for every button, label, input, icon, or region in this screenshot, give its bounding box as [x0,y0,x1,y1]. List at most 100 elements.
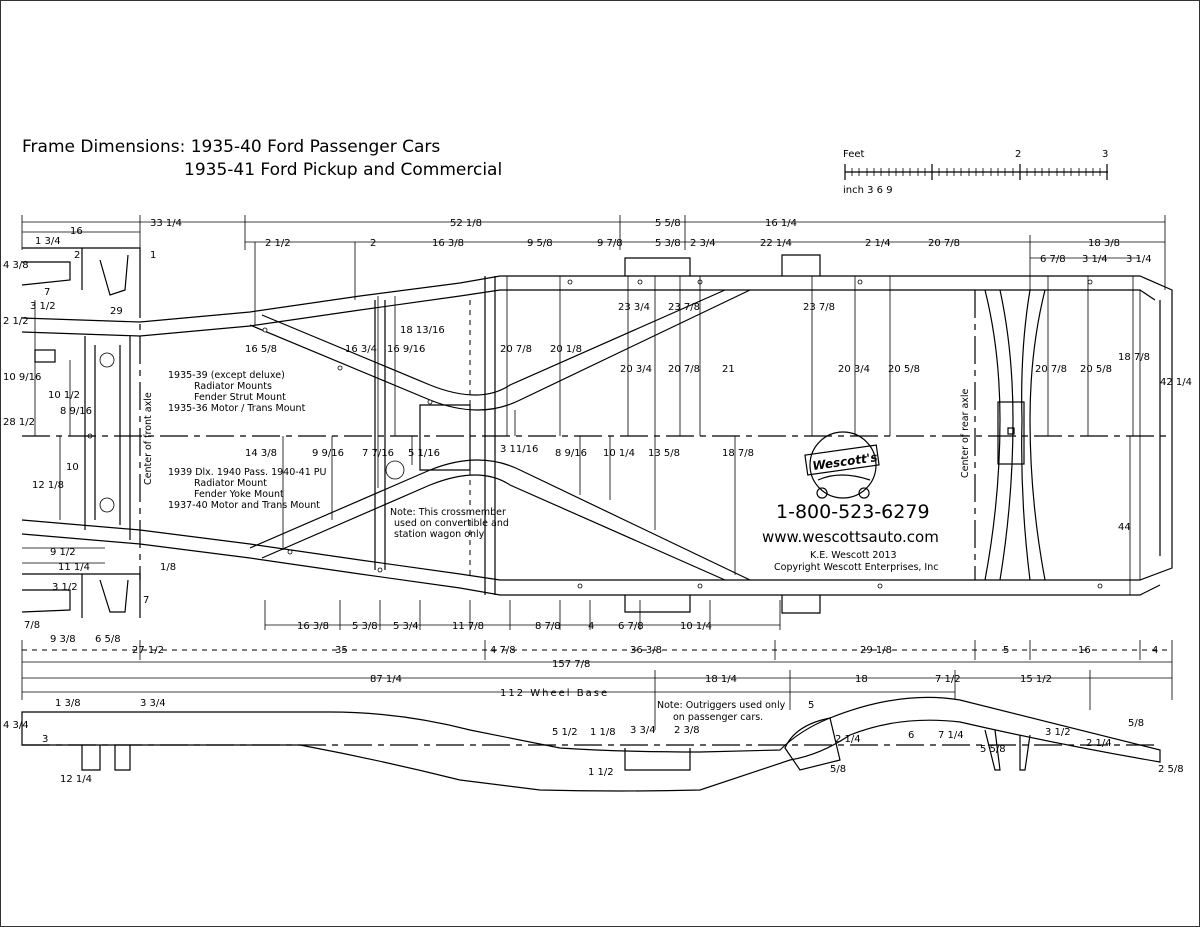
rear-axle-label: Center of rear axle [960,388,971,478]
dim-label: 3 3/4 [630,725,656,736]
dim-label: 16 [70,226,83,237]
note-line: Radiator Mounts [194,381,272,392]
note-line: Fender Yoke Mount [194,489,284,500]
dim-label: 18 7/8 [722,448,754,459]
dim-label: 23 7/8 [803,302,835,313]
author: K.E. Wescott 2013 [810,550,897,561]
dim-label: 9 7/8 [597,238,623,249]
dim-label: 2 3/4 [690,238,716,249]
dim-label: 20 3/4 [620,364,652,375]
dim-label: 11 7/8 [452,621,484,632]
dim-label: 3 1/4 [1082,254,1108,265]
scale-inch-label: inch 3 6 9 [843,185,893,196]
dim-label: 28 1/2 [3,417,35,428]
dim-label: 16 5/8 [245,344,277,355]
dim-label: 157 7/8 [552,659,590,670]
dim-label: 33 1/4 [150,218,182,229]
dim-label: 20 7/8 [500,344,532,355]
dim-label: 2 [370,238,376,249]
dim-label: 8 7/8 [535,621,561,632]
dim-label: 3 11/16 [500,444,538,455]
dim-label: 3 [42,734,48,745]
wheel-base-label: 112 Wheel Base [500,688,609,699]
dim-label: 5 1/16 [408,448,440,459]
dim-label: 1 [150,250,156,261]
dim-label: 1/8 [160,562,176,573]
dim-label: 15 1/2 [1020,674,1052,685]
scale-tick-2: 2 [1015,149,1021,160]
dim-label: 8 9/16 [555,448,587,459]
dim-label: 5 1/2 [552,727,578,738]
dim-label: 16 [1078,645,1091,656]
note-line: 1939 Dlx. 1940 Pass. 1940-41 PU [168,467,327,478]
dim-label: 6 7/8 [1040,254,1066,265]
dim-label: 87 1/4 [370,674,402,685]
dim-label: 3 1/4 [1126,254,1152,265]
note-line: Radiator Mount [194,478,267,489]
dim-label: 16 3/4 [345,344,377,355]
dim-label: 2 1/4 [865,238,891,249]
dim-label: 27 1/2 [132,645,164,656]
dim-label: 10 1/2 [48,390,80,401]
dim-label: 20 5/8 [1080,364,1112,375]
dim-label: 3 1/2 [52,582,78,593]
dim-label: 2 1/4 [1086,738,1112,749]
dim-label: 20 7/8 [928,238,960,249]
dim-label: 16 3/8 [297,621,329,632]
dim-label: 1 1/2 [588,767,614,778]
dim-label: 20 7/8 [668,364,700,375]
dim-label: 9 5/8 [527,238,553,249]
dim-label: 4 7/8 [490,645,516,656]
dim-label: 3 1/2 [30,301,56,312]
title-line2: 1935-41 Ford Pickup and Commercial [184,160,502,180]
dim-label: 23 7/8 [668,302,700,313]
dim-label: 18 7/8 [1118,352,1150,363]
top-dimensions: 16 33 1/4 52 1/8 5 5/8 16 1/4 2 1/2 2 16… [21,215,1166,290]
dim-label: 7 1/4 [938,730,964,741]
dim-label: 22 1/4 [760,238,792,249]
dim-label: 4 [588,621,594,632]
dim-label: 20 5/8 [888,364,920,375]
dim-label: 12 1/4 [60,774,92,785]
frame-top-view: Center of front axle Center of rear axle [21,247,1173,618]
note-line: used on convertible and [394,518,509,529]
dim-label: 12 1/8 [32,480,64,491]
dim-label: 20 3/4 [838,364,870,375]
dim-label: 4 3/4 [3,720,29,731]
dim-label: 7 7/16 [362,448,394,459]
dim-label: 10 1/4 [603,448,635,459]
dim-label: 7 1/2 [935,674,961,685]
dim-label: 5 [1003,645,1009,656]
dim-label: 52 1/8 [450,218,482,229]
dim-label: 2 1/2 [265,238,291,249]
outrigger-note: Note: Outriggers used only [657,700,786,711]
dim-label: 16 3/8 [432,238,464,249]
dim-label: 2 1/4 [835,734,861,745]
dim-label: 18 3/8 [1088,238,1120,249]
dim-label: 44 [1118,522,1131,533]
note-line: station wagon only [394,529,485,540]
outrigger-note: on passenger cars. [673,712,763,723]
dim-label: 2 3/8 [674,725,700,736]
dim-label: 23 3/4 [618,302,650,313]
dim-label: 10 [66,462,79,473]
dim-label: 29 [110,306,123,317]
copyright: Copyright Wescott Enterprises, Inc [774,562,938,573]
vertical-dimensions: 16 5/8 16 3/4 18 13/16 16 9/16 20 7/8 20… [245,242,1192,595]
dim-label: 2 [74,250,80,261]
dim-label: 6 5/8 [95,634,121,645]
dim-label: 1 3/8 [55,698,81,709]
dim-label: 16 9/16 [387,344,425,355]
dim-label: 3 1/2 [1045,727,1071,738]
dim-label: 8 9/16 [60,406,92,417]
dim-label: 7 [143,595,149,606]
dim-label: 1 3/4 [35,236,61,247]
dim-label: 5 5/8 [655,218,681,229]
note-line: 1935-36 Motor / Trans Mount [168,403,306,414]
note-line: Note: This crossmember [390,507,506,518]
dim-label: 6 [908,730,914,741]
dim-label: 5 3/8 [352,621,378,632]
dim-label: 5 3/4 [393,621,419,632]
dim-label: 2 5/8 [1158,764,1184,775]
